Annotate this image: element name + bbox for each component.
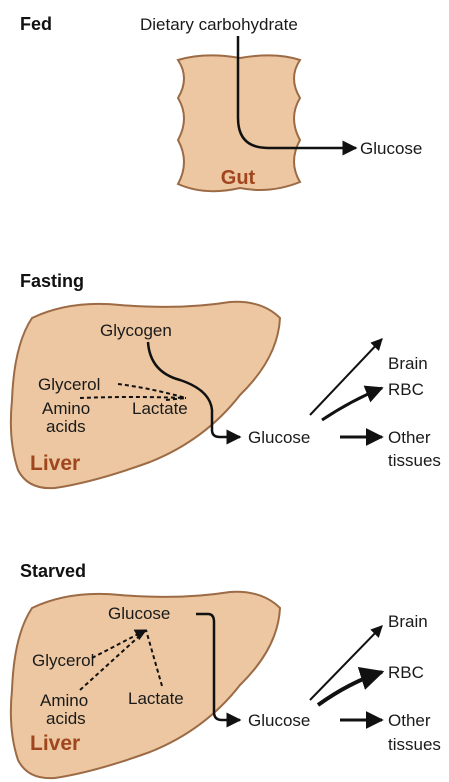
fasting-brain-arrow xyxy=(309,338,383,416)
fasting-glucose-label: Glucose xyxy=(248,428,310,447)
starved-amino-label: Amino xyxy=(40,691,88,710)
fasting-glycogen-label: Glycogen xyxy=(100,321,172,340)
fed-section: Fed Dietary carbohydrate Gut Glucose xyxy=(20,14,422,193)
fasting-heading: Fasting xyxy=(20,271,84,291)
fasting-rbc-label: RBC xyxy=(388,380,424,399)
starved-acids-label: acids xyxy=(46,709,86,728)
starved-other-label: Other xyxy=(388,711,431,730)
fed-glucose-label: Glucose xyxy=(360,139,422,158)
starved-amino-dashed xyxy=(79,629,147,691)
fasting-brain-label: Brain xyxy=(388,354,428,373)
starved-brain-arrow xyxy=(309,625,383,701)
starved-glucose-internal-label: Glucose xyxy=(108,604,170,623)
fasting-acids-label: acids xyxy=(46,417,86,436)
starved-rbc-label: RBC xyxy=(388,663,424,682)
fasting-liver-shape xyxy=(9,300,282,490)
starved-liver-label: Liver xyxy=(30,732,80,755)
fasting-rbc-arrow xyxy=(321,385,384,422)
starved-liver-shape xyxy=(9,590,282,780)
starved-glucose-label: Glucose xyxy=(248,711,310,730)
gut-to-glucose-arrow xyxy=(236,36,358,156)
dietary-carbohydrate-label: Dietary carbohydrate xyxy=(140,15,298,34)
gut-label: Gut xyxy=(221,167,256,189)
starved-heading: Starved xyxy=(20,561,86,581)
fasting-lactate-dashed xyxy=(165,397,187,401)
fasting-liver-label: Liver xyxy=(30,452,80,475)
starved-glycerol-label: Glycerol xyxy=(32,651,94,670)
fed-heading: Fed xyxy=(20,14,52,34)
fasting-section: Fasting Liver Glycogen Glycerol Amino ac… xyxy=(9,271,441,490)
fasting-amino-dashed xyxy=(79,396,187,399)
starved-lactate-dashed xyxy=(145,629,163,687)
fasting-other-label: Other xyxy=(388,428,431,447)
starved-section: Starved Liver Glucose Glycerol Amino aci… xyxy=(9,561,441,780)
starved-lactate-label: Lactate xyxy=(128,689,184,708)
fasting-amino-label: Amino xyxy=(42,399,90,418)
fasting-lactate-label: Lactate xyxy=(132,399,188,418)
fasting-glycerol-label: Glycerol xyxy=(38,375,100,394)
starved-brain-label: Brain xyxy=(388,612,428,631)
fasting-glycogen-to-glucose-arrow xyxy=(146,341,242,445)
starved-glycerol-dashed xyxy=(91,629,148,659)
fasting-tissues-label: tissues xyxy=(388,451,441,470)
starved-tissues-label: tissues xyxy=(388,735,441,754)
starved-glucose-to-glucose-arrow xyxy=(196,612,242,728)
starved-rbc-arrow xyxy=(316,666,385,707)
